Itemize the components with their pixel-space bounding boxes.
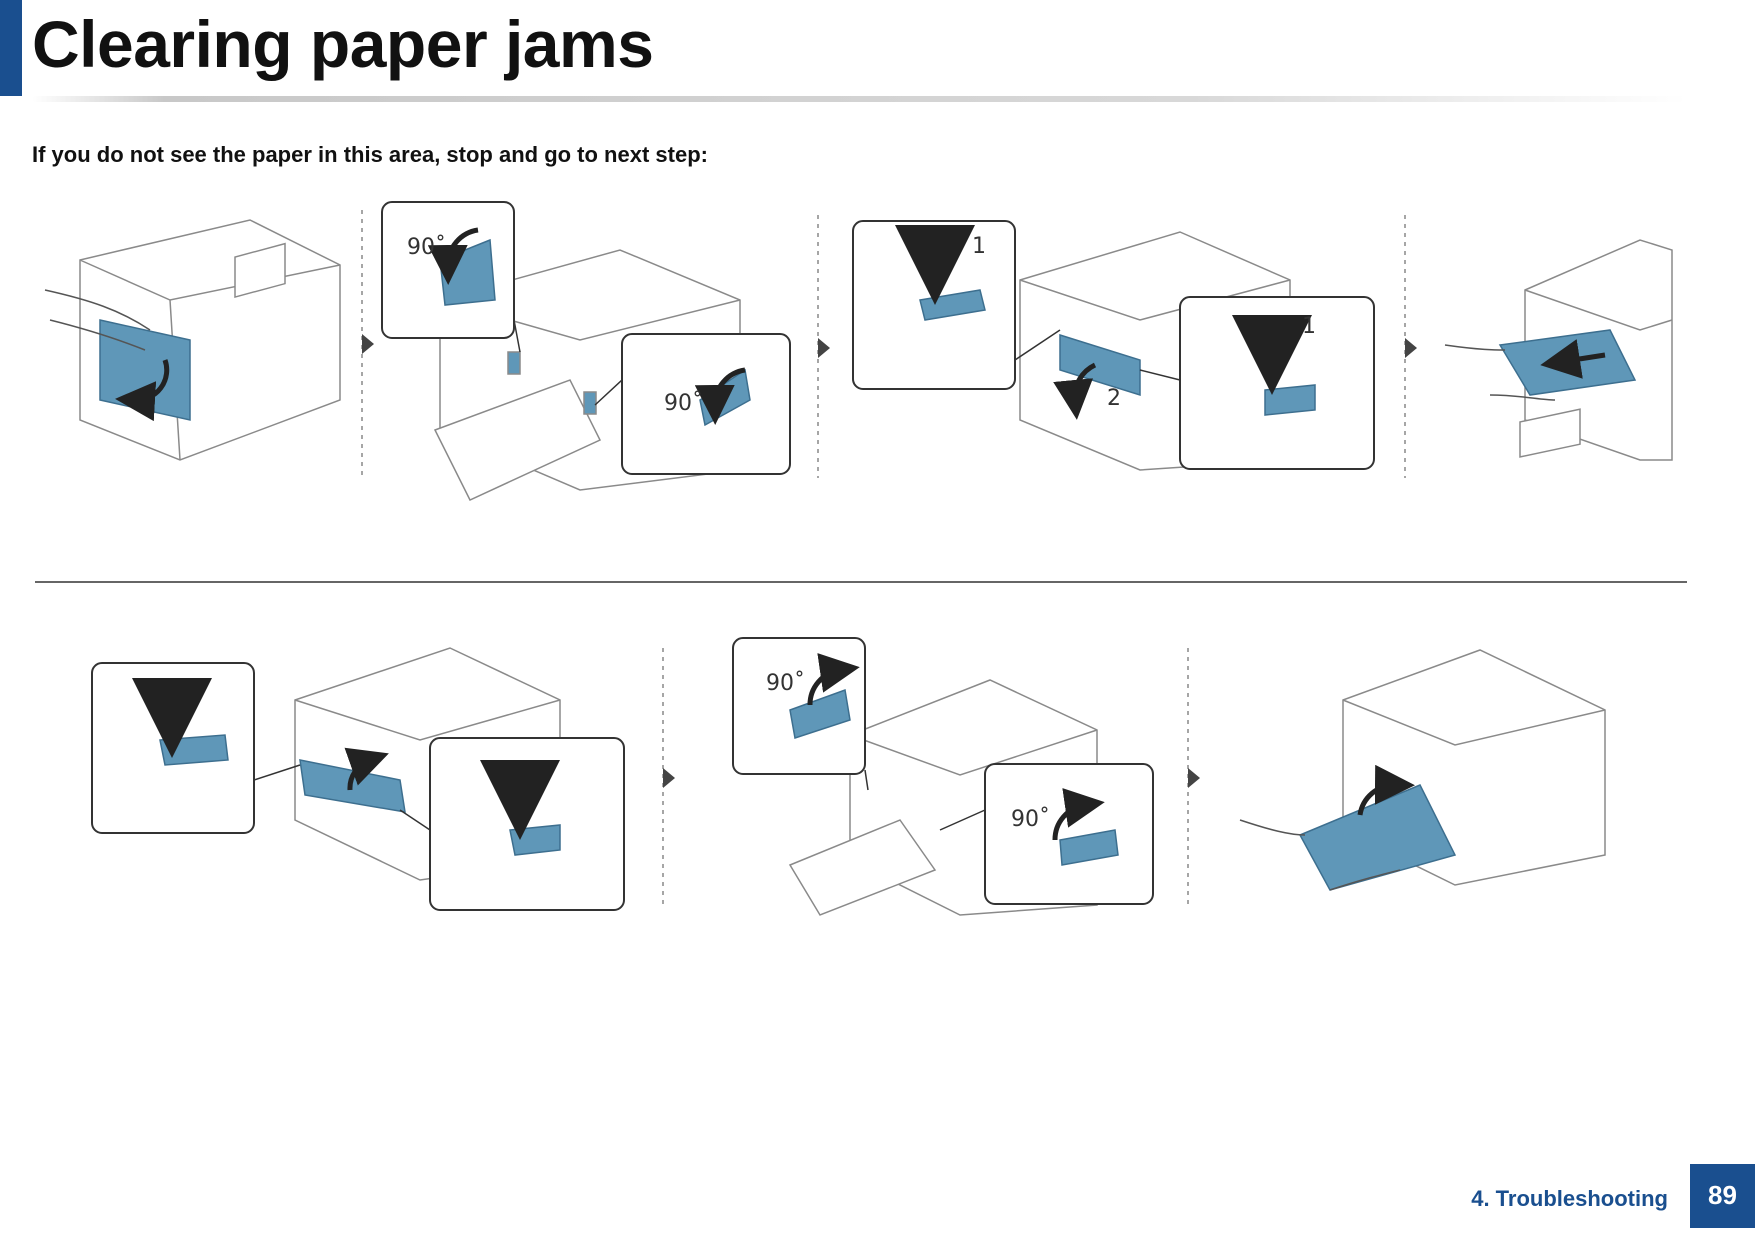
next-step-arrow-icon: [1188, 768, 1200, 788]
step-number-1-b: 1: [1302, 314, 1316, 339]
step-open-guide-illustration: [852, 220, 1375, 471]
angle-label-90-d: 90˚: [1011, 807, 1050, 832]
header-accent-bar: [0, 0, 22, 96]
angle-label-90-b: 90˚: [664, 391, 703, 416]
page-title: Clearing paper jams: [32, 7, 654, 81]
step-open-cover-illustration: [44, 219, 341, 461]
angle-label-90-a: 90˚: [407, 235, 446, 260]
step-raise-levers-illustration: [732, 637, 1154, 916]
step-remove-paper-illustration: [1444, 239, 1673, 461]
step-close-rear-door-illustration: [1239, 408, 1606, 891]
step-number-1-a: 1: [972, 234, 986, 259]
next-step-arrow-icon: [818, 338, 830, 358]
step-number-2: 2: [1107, 386, 1121, 411]
instruction-text: If you do not see the paper in this area…: [32, 142, 708, 167]
page-number-badge: 89: [1690, 1164, 1755, 1228]
step-close-guide-illustration: [91, 647, 625, 911]
angle-label-90-c: 90˚: [766, 671, 805, 696]
next-step-arrow-icon: [362, 334, 374, 354]
next-step-arrow-icon: [663, 768, 675, 788]
step-lower-levers-illustration: [381, 201, 791, 501]
next-step-arrow-icon: [1405, 338, 1417, 358]
footer-section-label: 4. Troubleshooting: [1471, 1186, 1668, 1211]
title-underline: [32, 96, 1687, 102]
